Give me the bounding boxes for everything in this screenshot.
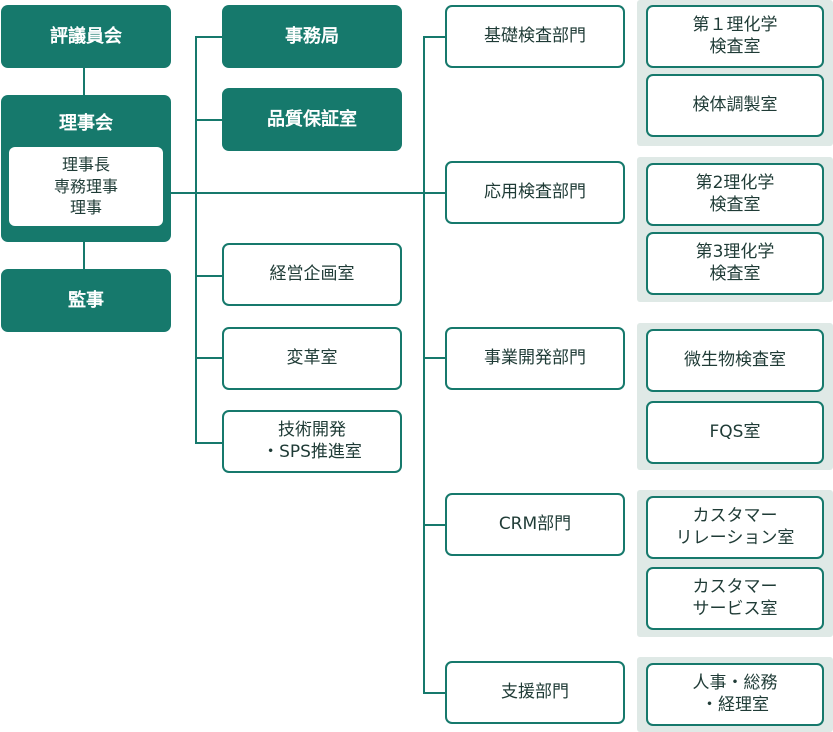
secretariat-box: 事務局 <box>222 5 402 68</box>
connector-dept-vertical <box>423 36 425 694</box>
section-phys2-box: 第2理化学 検査室 <box>646 163 824 226</box>
connector-middle-vertical <box>195 36 197 444</box>
qa-box: 品質保証室 <box>222 88 402 151</box>
connector-to-planning <box>195 275 223 277</box>
section-specimen-box: 検体調製室 <box>646 74 824 137</box>
section-fqs-box: FQS室 <box>646 401 824 464</box>
dept-basic-box: 基礎検査部門 <box>445 5 625 68</box>
council-box: 評議員会 <box>1 5 171 68</box>
board-title: 理事会 <box>59 113 113 134</box>
board-box: 理事会 理事長 専務理事 理事 <box>1 95 171 242</box>
section-phys1-box: 第１理化学 検査室 <box>646 5 824 68</box>
dept-applied-box: 応用検査部門 <box>445 161 625 224</box>
reform-box: 変革室 <box>222 327 402 390</box>
connector-council-board <box>83 67 85 97</box>
connector-to-reform <box>195 357 223 359</box>
tech-box: 技術開発 ・SPS推進室 <box>222 410 402 473</box>
connector-to-crm <box>423 524 447 526</box>
connector-to-qa <box>195 119 223 121</box>
section-micro-box: 微生物検査室 <box>646 329 824 392</box>
planning-box: 経営企画室 <box>222 243 402 306</box>
auditor-box: 監事 <box>1 269 171 332</box>
board-members: 理事長 専務理事 理事 <box>9 147 163 226</box>
dept-crm-box: CRM部門 <box>445 493 625 556</box>
section-hr-box: 人事・総務 ・経理室 <box>646 663 824 726</box>
connector-to-support <box>423 692 447 694</box>
section-phys3-box: 第3理化学 検査室 <box>646 232 824 295</box>
section-customer-service-box: カスタマー サービス室 <box>646 567 824 630</box>
connector-board-auditor <box>83 240 85 270</box>
connector-to-secretariat <box>195 36 223 38</box>
connector-to-basic <box>423 36 447 38</box>
dept-business-box: 事業開発部門 <box>445 327 625 390</box>
connector-to-tech <box>195 442 223 444</box>
dept-support-box: 支援部門 <box>445 661 625 724</box>
connector-main-horizontal <box>171 192 447 194</box>
section-customer-relation-box: カスタマー リレーション室 <box>646 496 824 559</box>
connector-to-business <box>423 357 447 359</box>
